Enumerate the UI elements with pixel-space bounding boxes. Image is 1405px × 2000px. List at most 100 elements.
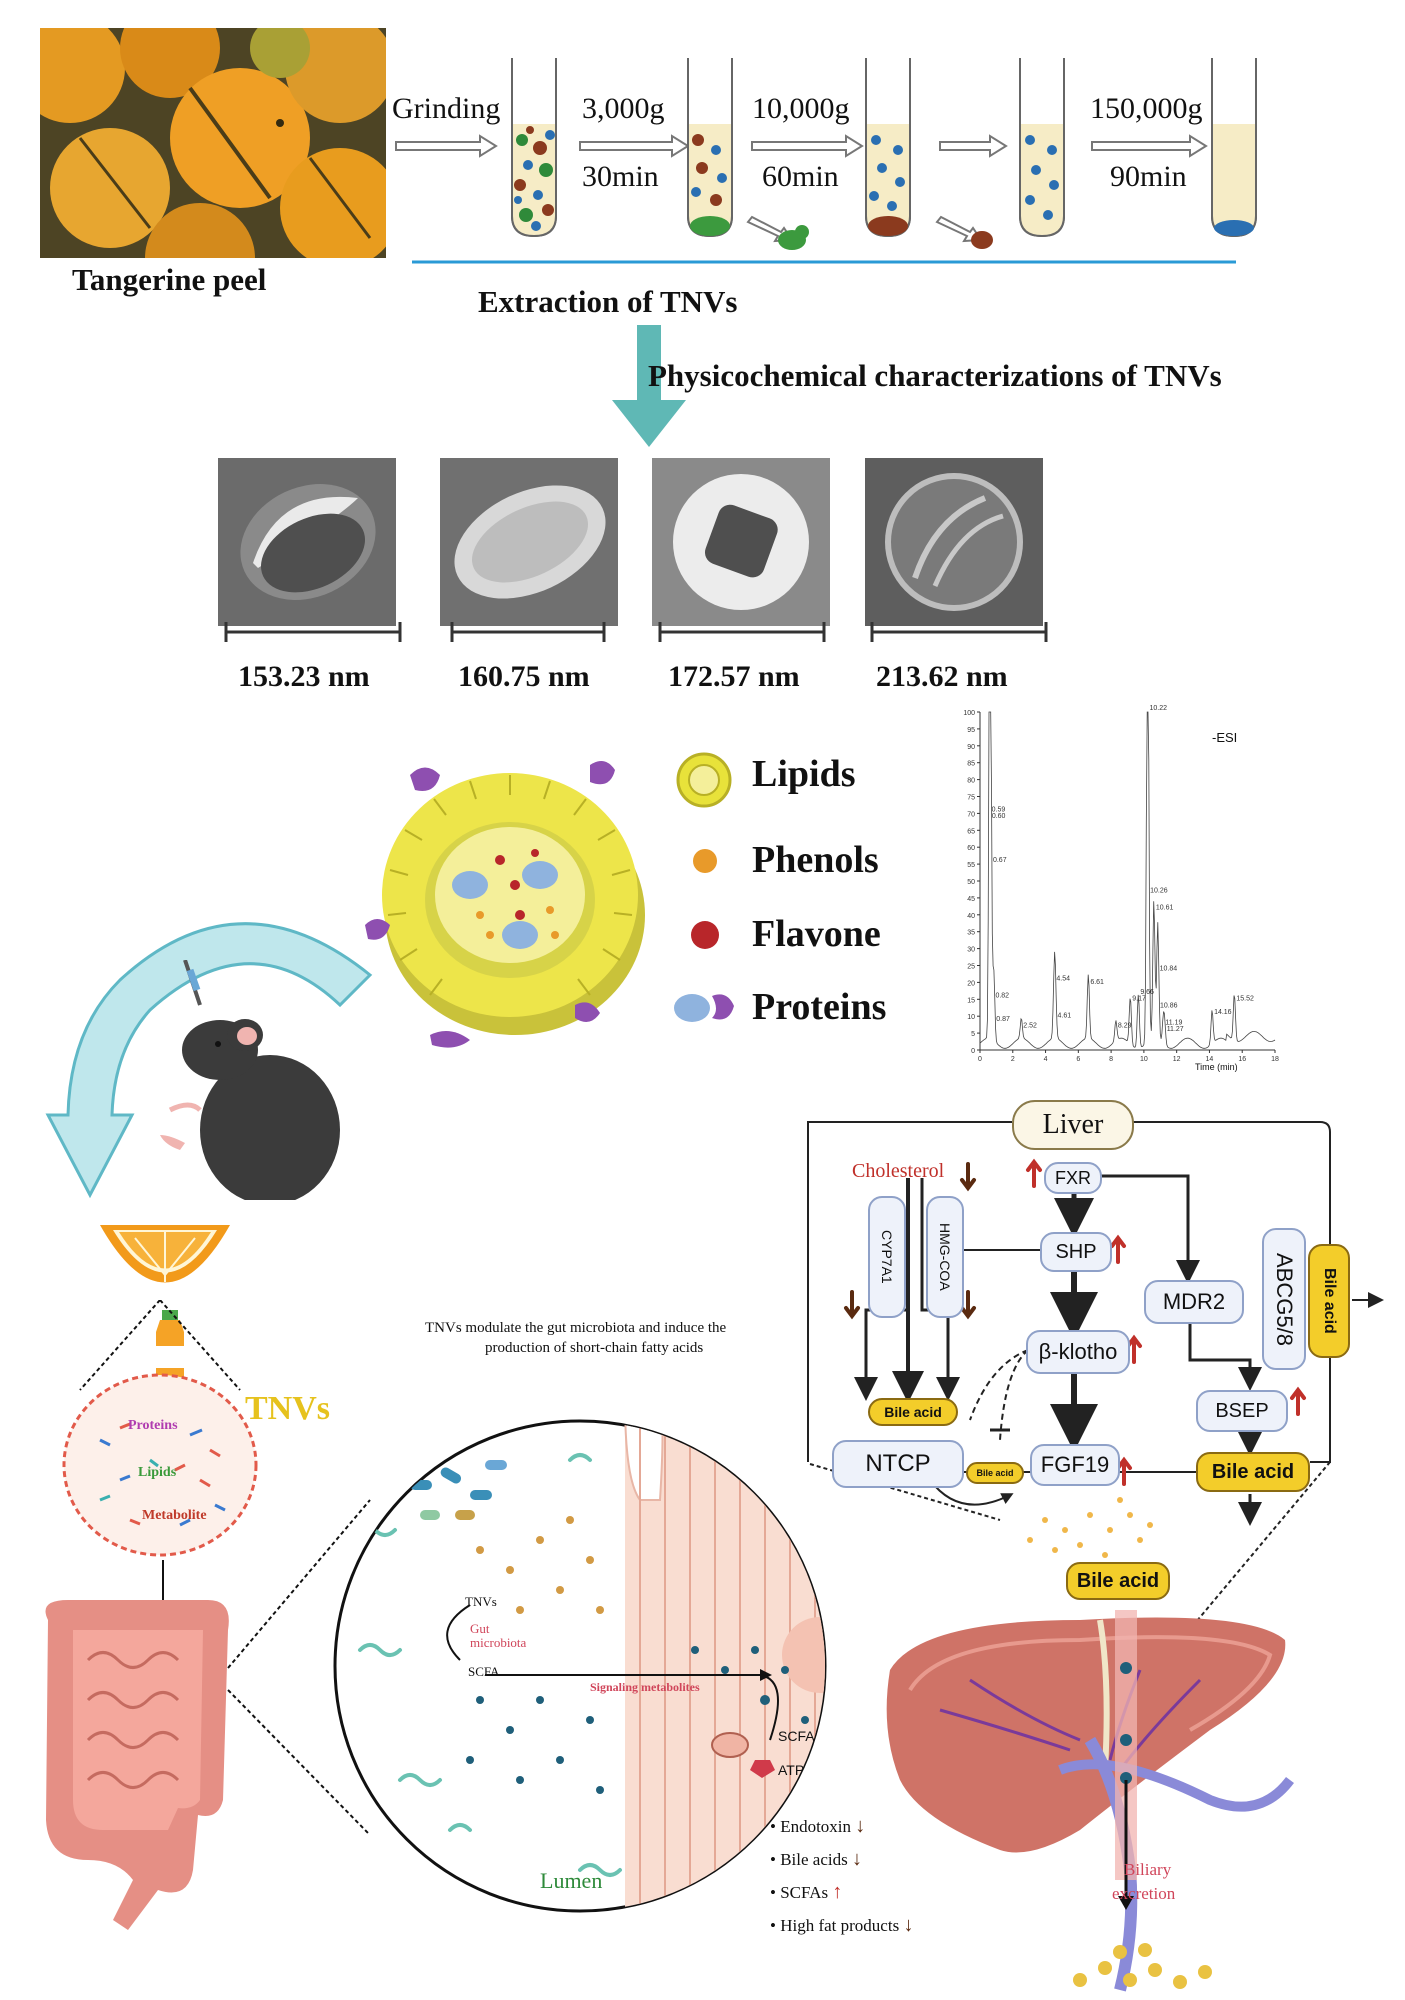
step-150000g-label: 150,000g [1090, 92, 1203, 125]
gut-signaling-label: Signaling metabolites [590, 1680, 700, 1694]
outcome-list: • Endotoxin ↓ • Bile acids ↓ • SCFAs ↑ •… [770, 1810, 913, 1942]
bile-acid-top-ntcp: Bile acid [868, 1398, 958, 1426]
chrom-y-tick-label: 35 [967, 930, 975, 937]
tnv-container [62, 1300, 258, 1557]
fgf19-node: FGF19 [1030, 1444, 1120, 1486]
chrom-y-tick-label: 40 [967, 913, 975, 920]
excretion-label: excretion [1112, 1884, 1176, 1903]
chrom-peak-label: 11.19 [1165, 1019, 1182, 1026]
outcome-bile-acids: • Bile acids ↓ [770, 1848, 862, 1870]
down-arrow-icon [612, 325, 686, 447]
chromatogram-mode: -ESI [1212, 730, 1238, 745]
tnv-metabolite-label: Metabolite [142, 1508, 207, 1523]
phenols-icon [693, 849, 717, 873]
gut-microbiota-label: Gut microbiota [470, 1621, 527, 1650]
nanovesicle-illustration [365, 761, 645, 1048]
step-30min-label: 30min [582, 160, 659, 193]
chrom-peak-label: 4.61 [1058, 1013, 1072, 1020]
chrom-x-tick-label: 8 [1109, 1056, 1113, 1063]
chrom-peak-label: 6.61 [1090, 979, 1104, 986]
chrom-y-tick-label: 80 [967, 778, 975, 785]
chrom-peak-label: 10.61 [1156, 904, 1174, 911]
chrom-peak-label: 14.16 [1214, 1009, 1232, 1016]
step-10000g-label: 10,000g [752, 92, 850, 125]
chrom-peak-label: 0.60 [992, 813, 1006, 820]
outcome-scfas: • SCFAs ↑ [770, 1881, 843, 1903]
mdr2-node: MDR2 [1144, 1280, 1244, 1324]
chrom-x-tick-label: 10 [1140, 1056, 1148, 1063]
tangerine-peel-label: Tangerine peel [72, 262, 267, 297]
cholesterol-label: Cholesterol [852, 1160, 945, 1182]
chrom-y-tick-label: 95 [967, 727, 975, 734]
outcome-endotoxin: • Endotoxin ↓ [770, 1815, 866, 1837]
ntcp-node: NTCP [832, 1440, 964, 1488]
chrom-y-tick-label: 10 [967, 1014, 975, 1021]
step-60min-label: 60min [762, 160, 839, 193]
chrom-x-tick-label: 18 [1271, 1056, 1279, 1063]
gut-caption-line1: TNVs modulate the gut microbiota and ind… [425, 1320, 727, 1336]
gut-atp-label: ATP [778, 1762, 805, 1778]
chrom-x-tick-label: 0 [978, 1056, 982, 1063]
chrom-peak-label: 0.67 [993, 857, 1007, 864]
chrom-peak-label: 9.66 [1140, 989, 1154, 996]
tnvs-label: TNVs [245, 1390, 331, 1427]
chrom-y-tick-label: 5 [971, 1031, 975, 1038]
chrom-peak-label: 10.26 [1150, 888, 1168, 895]
fxr-node: FXR [1044, 1162, 1102, 1194]
biliary-label: Biliary [1124, 1860, 1172, 1879]
tem-size-2: 160.75 nm [458, 660, 590, 693]
gut-scfa-left: SCFA [468, 1664, 500, 1679]
chrom-x-tick-label: 6 [1076, 1056, 1080, 1063]
hmg-coa-node: HMG-COA [926, 1196, 964, 1318]
tem-image-4 [865, 458, 1043, 626]
chrom-peak-label: 2.52 [1023, 1023, 1037, 1030]
chrom-x-tick-label: 16 [1238, 1056, 1246, 1063]
abcg-node: ABCG5/8 [1262, 1228, 1306, 1370]
characterization-title: Physicochemical characterizations of TNV… [648, 358, 1222, 393]
chrom-y-tick-label: 70 [967, 811, 975, 818]
bile-acid-out: Bile acid [1066, 1562, 1170, 1600]
gut-microbiota-circle [227, 1419, 827, 1913]
chromatogram-plot: 0510152025303540455055606570758085909510… [963, 705, 1279, 1063]
intestine-illustration [45, 1560, 229, 1930]
lipids-icon [676, 752, 732, 808]
liver-organ-illustration [886, 1610, 1294, 1992]
b-klotho-node: β-klotho [1026, 1330, 1130, 1374]
chrom-y-tick-label: 85 [967, 761, 975, 768]
juice-bottle-icon [156, 1310, 184, 1386]
tnv-proteins-label: Proteins [128, 1418, 178, 1433]
bsep-node: BSEP [1196, 1390, 1288, 1432]
chrom-peak-label: 11.27 [1167, 1026, 1184, 1033]
tem-image-2 [440, 458, 618, 626]
gut-lumen-label: Lumen [540, 1868, 603, 1893]
chrom-x-tick-label: 4 [1044, 1056, 1048, 1063]
chrom-y-tick-label: 65 [967, 828, 975, 835]
chrom-y-tick-label: 30 [967, 947, 975, 954]
tnv-lipids-label: Lipids [138, 1465, 177, 1480]
shp-node: SHP [1040, 1232, 1112, 1272]
chrom-peak-label: 10.84 [1160, 965, 1178, 972]
tem-size-1: 153.23 nm [238, 660, 370, 693]
gut-scfa-right: SCFA [778, 1728, 815, 1744]
chrom-y-tick-label: 50 [967, 879, 975, 886]
gut-caption-line2: production of short-chain fatty acids [485, 1340, 704, 1356]
flavone-icon [691, 921, 719, 949]
chrom-y-tick-label: 45 [967, 896, 975, 903]
extraction-title: Extraction of TNVs [478, 284, 738, 319]
chrom-peak-label: 0.87 [996, 1016, 1010, 1023]
chrom-y-tick-label: 100 [963, 710, 975, 717]
proteins-icon [674, 994, 734, 1022]
chrom-x-tick-label: 14 [1206, 1056, 1214, 1063]
tem-scale-bars [224, 622, 1048, 642]
chrom-peak-label: 15.52 [1236, 996, 1254, 1003]
chrom-y-tick-label: 15 [967, 997, 975, 1004]
legend-phenols: Phenols [752, 839, 879, 881]
gut-tnvs-label: TNVs [465, 1594, 497, 1609]
chrom-y-tick-label: 75 [967, 795, 975, 802]
curved-arrow-icon [45, 922, 373, 1199]
step-90min-label: 90min [1110, 160, 1187, 193]
chrom-peak-label: 10.22 [1149, 705, 1167, 712]
outcome-high-fat: • High fat products ↓ [770, 1914, 914, 1936]
liver-title: Liver [1012, 1100, 1134, 1150]
orange-slice-icon [100, 1225, 230, 1283]
